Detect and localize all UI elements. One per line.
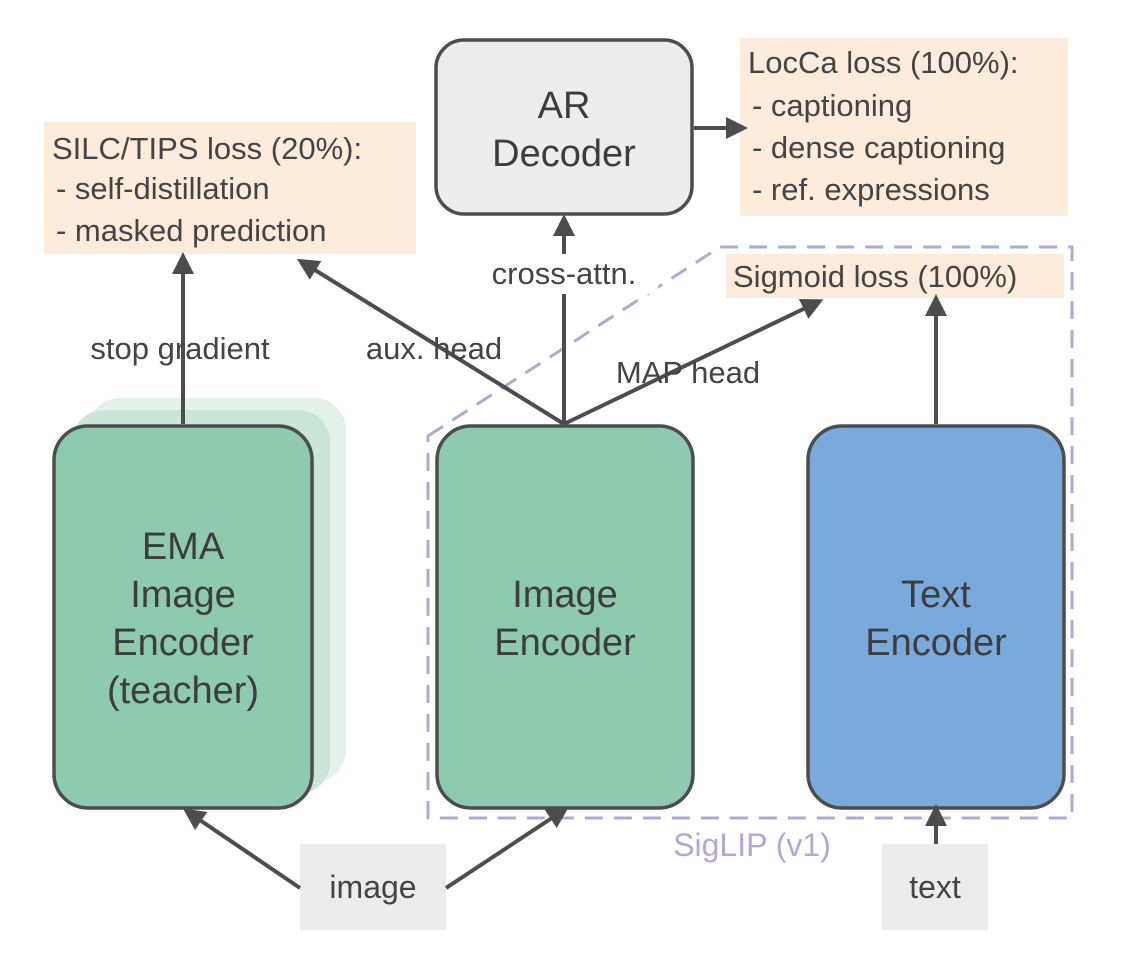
locca-loss-title: LocCa loss (100%): [748,45,1019,80]
ema-image-encoder-box: EMA Image Encoder (teacher) [52,424,314,810]
ar-decoder-line-1: AR [538,85,591,127]
locca-loss-item-3: - ref. expressions [752,172,990,207]
image-input-label: image [329,869,416,905]
silc-loss-title: SILC/TIPS loss (20%): [52,131,362,166]
sigmoid-loss-title: Sigmoid loss (100%) [733,259,1017,294]
arrow-image-to-encoder [444,806,570,890]
image-encoder-line-1: Image [512,574,618,616]
arrow-image-to-ema [183,808,302,890]
ema-encoder-line-1: EMA [142,526,225,568]
text-input-label: text [909,869,961,905]
arrow-map-head [563,299,824,426]
ar-decoder-line-2: Decoder [492,133,636,175]
silc-loss-item-2: - masked prediction [56,213,327,248]
map-head-label: MAP head [616,355,760,390]
image-encoder-box: Image Encoder [435,424,695,810]
silc-loss-box: SILC/TIPS loss (20%): - self-distillatio… [44,122,416,254]
text-encoder-line-1: Text [901,574,971,616]
ema-encoder-line-2: Image [130,574,236,616]
aux-head-label: aux. head [366,331,502,366]
text-input-box: text [882,844,988,930]
arrow-aux-head [296,258,566,426]
ema-encoder-line-4: (teacher) [107,670,259,712]
text-encoder-line-2: Encoder [865,622,1007,664]
ar-decoder-box: AR Decoder [434,38,694,216]
siglip-label: SigLIP (v1) [673,827,831,863]
locca-loss-box: LocCa loss (100%): - captioning - dense … [740,38,1068,216]
image-input-box: image [300,844,446,930]
silc-loss-item-1: - self-distillation [56,171,270,206]
locca-loss-item-1: - captioning [752,88,912,123]
cross-attn-label-bg [470,254,658,294]
stop-gradient-label: stop gradient [90,331,270,366]
ema-encoder-line-3: Encoder [112,622,254,664]
image-encoder-line-2: Encoder [494,622,636,664]
sigmoid-loss-box: Sigmoid loss (100%) [726,254,1064,298]
cross-attn-label: cross-attn. [492,256,637,291]
locca-loss-item-2: - dense captioning [752,130,1005,165]
siglip-region [426,245,1074,820]
text-encoder-box: Text Encoder [806,424,1066,810]
